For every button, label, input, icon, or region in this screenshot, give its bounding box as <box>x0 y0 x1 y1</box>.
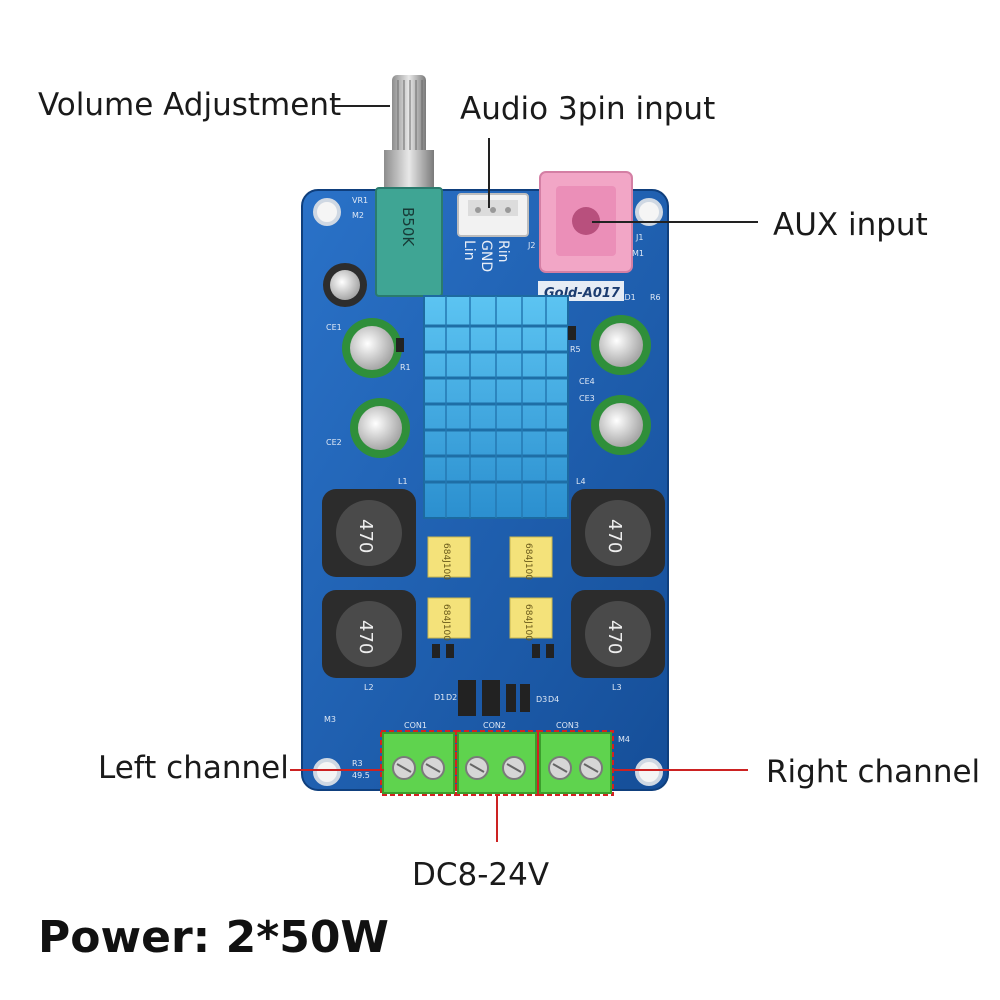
leader-lines <box>290 105 758 842</box>
aux-jack <box>539 171 633 273</box>
silk-m3: M3 <box>324 715 336 724</box>
inductors: 470 470 470 470 <box>322 489 665 678</box>
silk-m2: M2 <box>352 211 364 220</box>
film-cap-label-3: 684J100 <box>441 604 451 641</box>
screw-terminals <box>380 730 614 796</box>
silk-con3: CON3 <box>556 721 579 730</box>
dc-voltage-label: DC8-24V <box>412 857 550 893</box>
film-cap-label-2: 684J100 <box>523 543 533 580</box>
silk-r3: R3 <box>352 759 363 768</box>
silk-r6: R6 <box>650 293 661 302</box>
silk-l2: L2 <box>364 683 374 692</box>
aux-input-label: AUX input <box>773 207 928 243</box>
volume-potentiometer: B50K <box>375 75 443 297</box>
silk-d4: D4 <box>548 695 559 704</box>
silk-l4: L4 <box>576 477 586 486</box>
inductor-label-l3: 470 <box>604 620 625 654</box>
film-cap-label-4: 684J100 <box>523 604 533 641</box>
power-rating: Power: 2*50W <box>38 912 389 963</box>
silk-ce3: CE3 <box>579 394 595 403</box>
silk-con1: CON1 <box>404 721 427 730</box>
silk-d2: D2 <box>446 693 457 702</box>
silk-j1: J1 <box>635 233 643 242</box>
heatsink <box>423 295 569 519</box>
silk-r5: R5 <box>570 345 581 354</box>
inductor-label-l4: 470 <box>604 519 625 553</box>
silk-res49: 49.5 <box>352 771 370 780</box>
silk-ce1: CE1 <box>326 323 342 332</box>
inductor-label-l2: 470 <box>355 620 376 654</box>
film-cap-label-1: 684J100 <box>441 543 451 580</box>
pin-gnd-label: GND <box>478 240 494 272</box>
silk-vr1: VR1 <box>352 196 368 205</box>
inductor-label-l1: 470 <box>355 519 376 553</box>
silk-l3: L3 <box>612 683 622 692</box>
pin-lin-label: Lin <box>461 240 477 261</box>
silk-j2: J2 <box>527 241 535 250</box>
pin-rin-label: Rin <box>495 240 511 263</box>
electrolytic-capacitors <box>323 263 651 458</box>
silk-m1: M1 <box>632 249 644 258</box>
audio-3pin-input-label: Audio 3pin input <box>460 91 716 127</box>
film-capacitors: 684J100 684J100 684J100 684J100 <box>427 536 553 641</box>
silk-d1: D1 <box>434 693 445 702</box>
left-channel-label: Left channel <box>98 750 289 786</box>
audio-3pin-connector: Lin GND Rin <box>457 193 529 272</box>
mounting-holes <box>313 198 663 786</box>
silk-ce4: CE4 <box>579 377 595 386</box>
volume-adjustment-label: Volume Adjustment <box>38 87 342 123</box>
silk-m4: M4 <box>618 735 630 744</box>
silk-ce2: CE2 <box>326 438 342 447</box>
silk-l1: L1 <box>398 477 408 486</box>
silk-ld1: LD1 <box>620 293 636 302</box>
pot-label: B50K <box>399 207 417 247</box>
silk-r1: R1 <box>400 363 411 372</box>
silk-con2: CON2 <box>483 721 506 730</box>
silk-d3: D3 <box>536 695 547 704</box>
right-channel-label: Right channel <box>766 754 981 790</box>
smd-components <box>396 326 576 716</box>
